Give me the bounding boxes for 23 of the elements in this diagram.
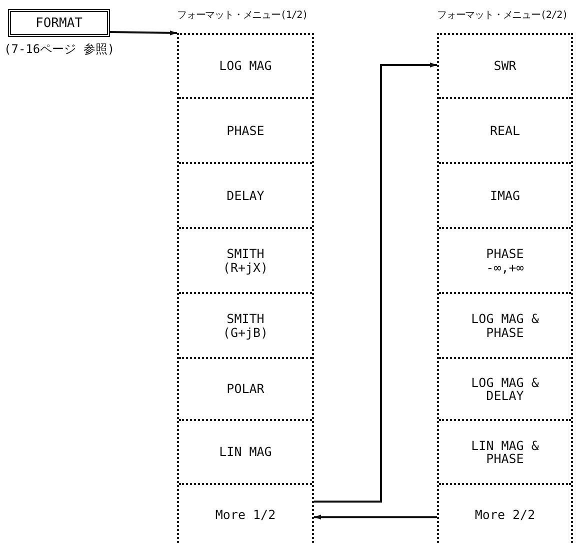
- menu-option: PHASE: [179, 99, 312, 164]
- arrow: [314, 514, 437, 520]
- menu-title: フォーマット・メニュー(2/2): [437, 9, 568, 22]
- page-reference: (7-16ページ 参照): [4, 41, 115, 58]
- menu-option: LOG MAG & DELAY: [439, 359, 571, 421]
- menu-title: フォーマット・メニュー(1/2): [177, 9, 308, 22]
- menu-option: SMITH (R+jX): [179, 229, 312, 294]
- menu-option: REAL: [439, 99, 571, 164]
- menu-option: DELAY: [179, 164, 312, 229]
- arrow: [110, 30, 178, 36]
- menu-option: SWR: [439, 35, 571, 99]
- menu-option: SMITH (G+jB): [179, 294, 312, 359]
- menu-option: LIN MAG: [179, 421, 312, 485]
- menu-option: LIN MAG & PHASE: [439, 421, 571, 485]
- menu-option: More 1/2: [179, 485, 312, 543]
- menu-option: POLAR: [179, 359, 312, 421]
- menu-option: IMAG: [439, 164, 571, 229]
- menu-option: LOG MAG & PHASE: [439, 294, 571, 359]
- arrow: [314, 62, 437, 503]
- menu-option: LOG MAG: [179, 35, 312, 99]
- menu-option: PHASE -∞,+∞: [439, 229, 571, 294]
- menu-option: More 2/2: [439, 485, 571, 543]
- format-key: FORMAT: [8, 9, 110, 37]
